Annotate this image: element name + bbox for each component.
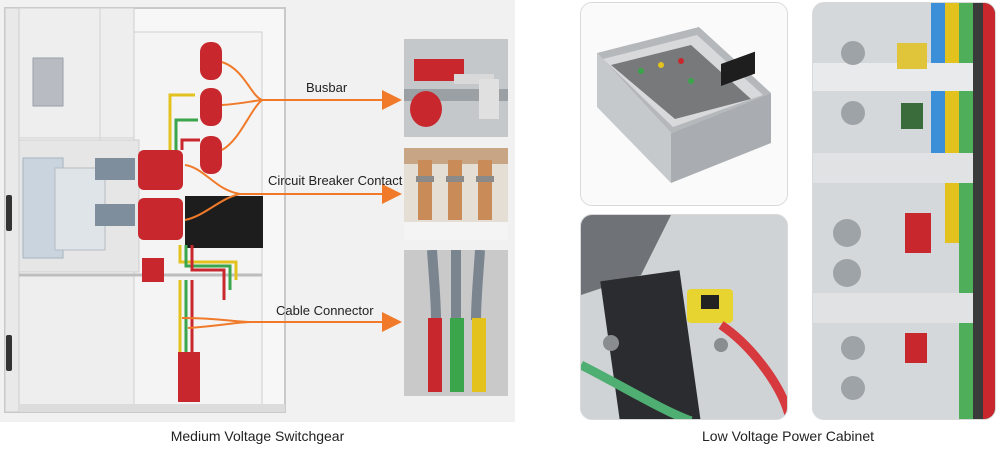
medium-voltage-panel: Busbar Circuit Breaker Contact Cable Con… [0, 0, 515, 422]
temperature-sensor-photo [580, 214, 788, 420]
cable-connector-arrow [181, 312, 402, 332]
breaker-contact-photo [404, 148, 508, 240]
callout-arrows [181, 61, 402, 332]
busbar-arrow [221, 61, 402, 151]
busbar-sensor-photo [812, 2, 996, 420]
cable-connector-label: Cable Connector [276, 303, 374, 318]
switchgear-cross-section [4, 7, 286, 413]
busbar-photo [404, 39, 508, 137]
medium-voltage-caption: Medium Voltage Switchgear [170, 428, 345, 444]
breaker-contact-label: Circuit Breaker Contact [268, 173, 403, 188]
cable-connector-photo [404, 250, 508, 396]
busbar-label: Busbar [306, 80, 348, 95]
breaker-contact-arrow [184, 164, 402, 221]
low-voltage-caption: Low Voltage Power Cabinet [702, 428, 874, 444]
power-module-photo [580, 2, 788, 206]
